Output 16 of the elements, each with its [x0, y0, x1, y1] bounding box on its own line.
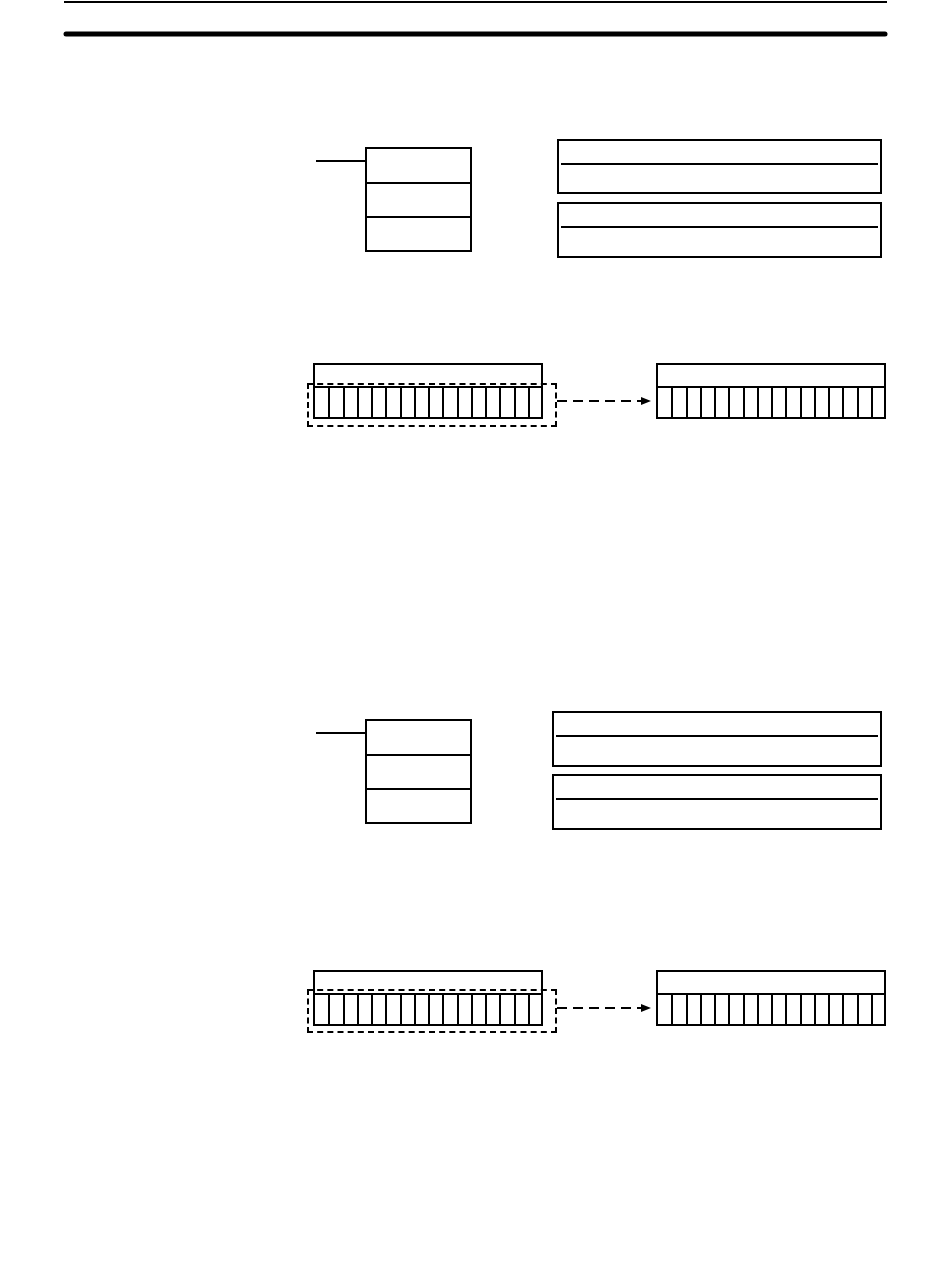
- input-line: [315, 732, 366, 734]
- dashed-selection-box: [307, 989, 557, 1033]
- operand-box: [557, 202, 882, 258]
- input-line: [315, 160, 366, 162]
- instruction-block: [365, 147, 472, 252]
- arrow: [556, 397, 651, 405]
- operand-box: [552, 774, 882, 830]
- arrow: [556, 1004, 651, 1012]
- source-word-register: [313, 363, 543, 419]
- operand-box: [552, 711, 882, 767]
- destination-word-register: [656, 363, 886, 419]
- operand-box: [557, 139, 882, 194]
- dashed-selection-box: [307, 383, 557, 427]
- instruction-block: [365, 719, 472, 824]
- source-word-register: [313, 970, 543, 1026]
- destination-word-register: [656, 970, 886, 1026]
